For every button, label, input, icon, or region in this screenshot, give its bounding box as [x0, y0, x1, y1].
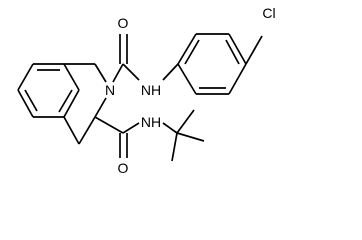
bond-benz-5 — [17, 89, 34, 118]
atom-label-n-ring: N — [105, 82, 115, 98]
bond-benz-3 — [63, 89, 80, 118]
bond-aryl-1 — [177, 33, 197, 65]
bond-ch-ch2 — [78, 116, 96, 145]
bond-tbu-methyl-up — [176, 109, 195, 134]
bond-c-nh-aryl — [122, 63, 140, 81]
bond-benz-5-inner — [24, 89, 38, 112]
bond-benz-3-inner — [58, 89, 73, 113]
bond-aryl-3-inner — [225, 39, 240, 65]
bond-tbu-methyl-down — [171, 132, 178, 162]
bonds — [17, 33, 263, 162]
bond-aryl-4 — [228, 63, 247, 95]
bond-ch2-benz — [63, 116, 80, 145]
bond-benz-2 — [63, 63, 80, 91]
atom-label-nh-aryl: NH — [141, 82, 161, 98]
structure-diagram: N NH NH O O Cl — [17, 5, 276, 176]
atom-labels: N NH NH O O Cl — [105, 5, 276, 176]
bond-tbu-methyl-right — [176, 132, 205, 142]
bond-aryl-6 — [177, 63, 197, 95]
bond-n-carbonyl — [112, 63, 124, 83]
atom-label-cl: Cl — [262, 5, 275, 21]
bond-ch-carbonyl — [94, 116, 124, 134]
atom-label-o-upper: O — [118, 15, 129, 31]
bond-nh-aryl-ring — [162, 63, 179, 81]
bond-aryl-cl — [245, 35, 263, 65]
bond-c-nh-tbu — [122, 122, 140, 134]
atom-label-o-lower: O — [118, 160, 129, 176]
bond-ch2-n — [94, 63, 107, 83]
bond-aryl-3 — [228, 33, 247, 65]
bond-n-ch — [94, 97, 107, 118]
bond-nh-tbu-c — [162, 122, 178, 134]
bond-benz-6 — [17, 63, 34, 91]
bond-aryl-1-inner — [184, 39, 200, 65]
atom-label-nh-tbu: NH — [141, 114, 161, 130]
